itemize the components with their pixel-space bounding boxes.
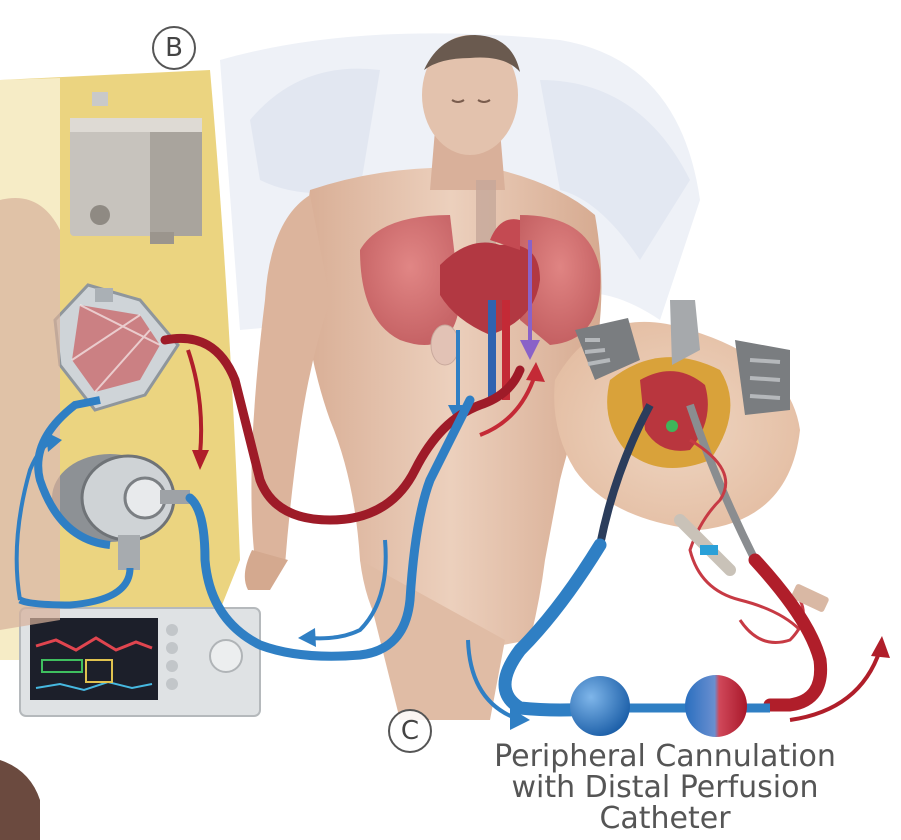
panel-label-c: C xyxy=(388,709,432,753)
panel-c-flow-arrows xyxy=(468,636,890,730)
caption-line-2: with Distal Perfusion xyxy=(440,772,890,803)
mixed-connector-sphere xyxy=(685,675,747,737)
partial-figure-left xyxy=(0,198,60,840)
venous-connector-sphere xyxy=(570,676,630,736)
caption-line-3: Catheter xyxy=(440,803,890,834)
cannula-loop-tubing xyxy=(505,545,821,710)
panel-c-caption: Peripheral Cannulation with Distal Perfu… xyxy=(440,741,890,834)
ecmo-monitor-icon xyxy=(20,608,260,716)
caption-line-1: Peripheral Cannulation xyxy=(440,741,890,772)
panel-label-b: B xyxy=(152,26,196,70)
